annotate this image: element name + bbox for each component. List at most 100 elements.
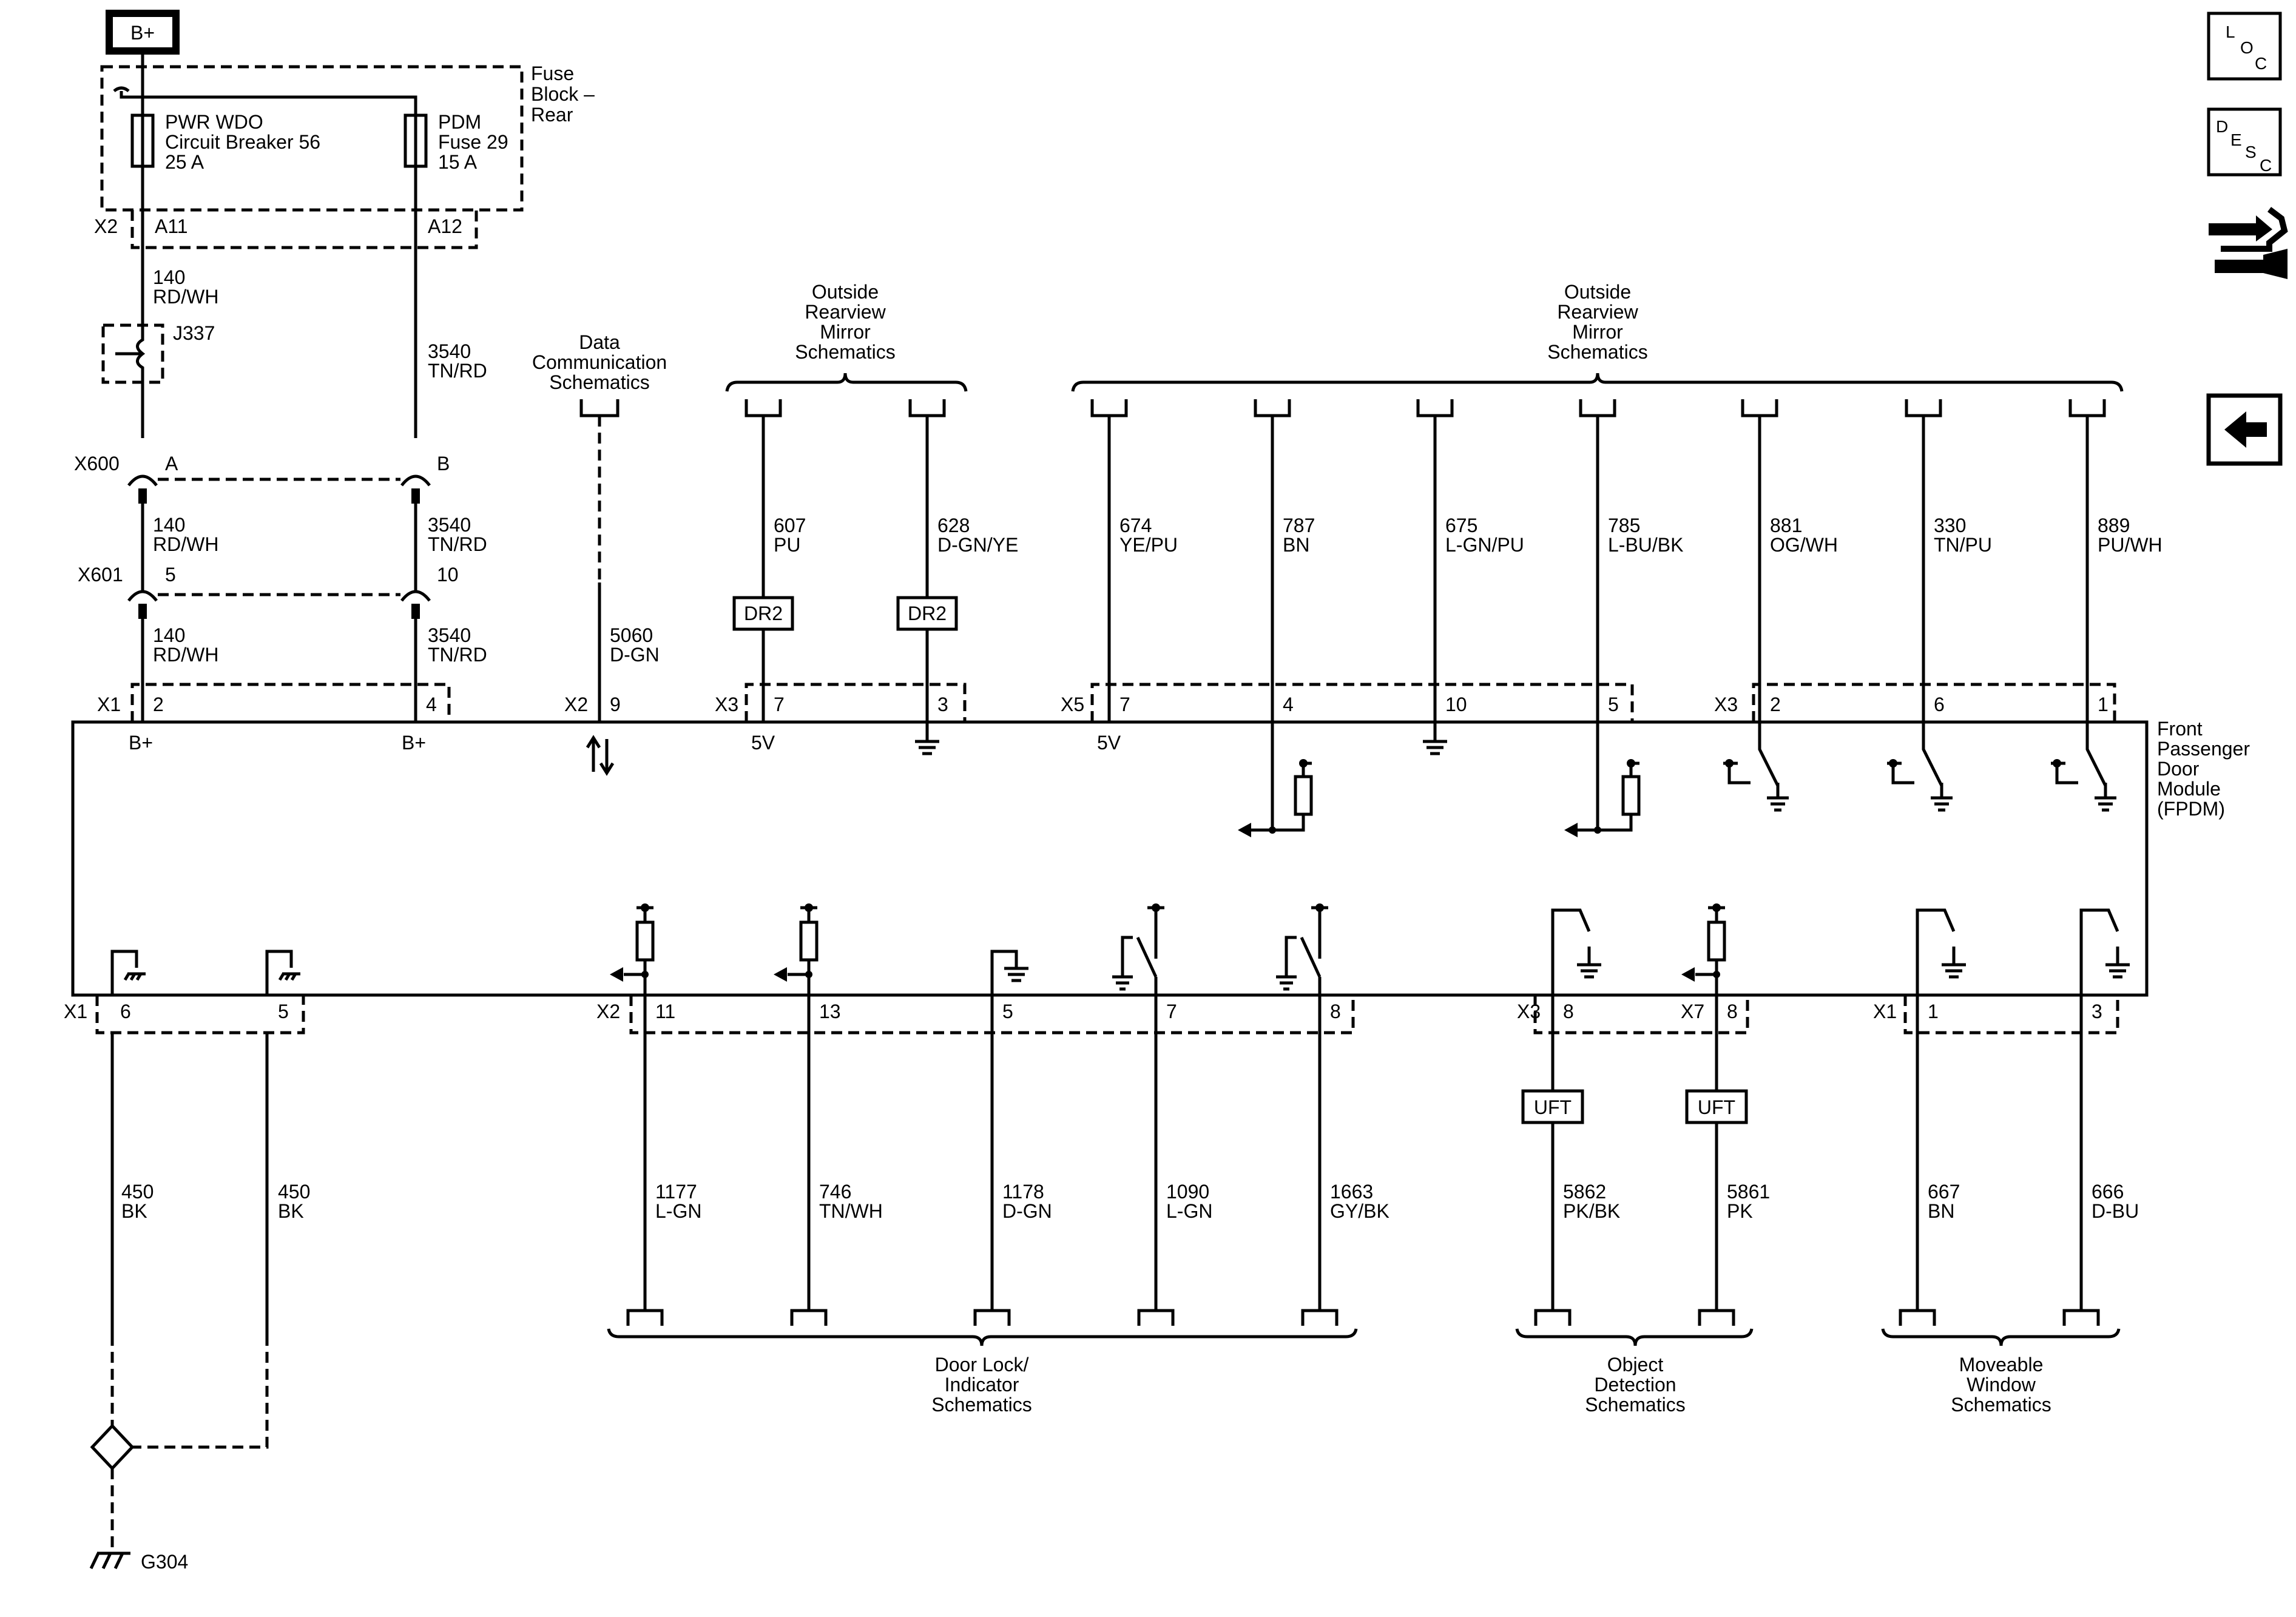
wire-140b-circuit: 140: [153, 514, 185, 536]
switch-symbols: [1723, 722, 2116, 812]
wire-140-color: RD/WH: [153, 286, 218, 308]
x600-pin-b: B: [437, 453, 450, 474]
bottom-wire-pin: 3: [2092, 1001, 2102, 1022]
bottom-conn-x2: X2: [596, 1001, 620, 1022]
bottom-wire-circuit: 667: [1928, 1181, 1960, 1203]
uft-label-2: UFT: [1698, 1096, 1735, 1118]
connector-repair-icon[interactable]: [2209, 207, 2288, 279]
top-wire-color: YE/PU: [1119, 534, 1178, 556]
top-conn-x1: X1: [97, 694, 121, 715]
bottom-wire-pin: 11: [655, 1001, 675, 1022]
top-ref-2-line-2: Rearview: [1557, 301, 1638, 323]
top-wire-pin: 1: [2098, 694, 2109, 715]
top-ref-1-line-4: Schematics: [795, 341, 895, 363]
bottom-wire-color: PK/BK: [1563, 1200, 1620, 1222]
wire-140c-color: RD/WH: [153, 644, 218, 666]
bottom-wire-circuit: 1177: [655, 1181, 697, 1203]
top-wire-pin: 6: [1934, 694, 1945, 715]
bottom-wires: 1177L-GN11746TN/WH131178D-GN51090L-GN716…: [626, 995, 2139, 1326]
wire-3540c-circuit: 3540: [428, 624, 471, 646]
top-ref-1-line-1: Outside: [812, 281, 879, 303]
ground-wire-2-color: BK: [278, 1200, 304, 1222]
ground-wire-1-circuit: 450: [121, 1181, 154, 1203]
voltage-label-1: 5V: [751, 732, 775, 754]
top-ref-1-line-3: Mirror: [820, 321, 871, 343]
power-pin-4: 4: [426, 694, 437, 715]
ground-pin-6: 6: [120, 1001, 131, 1022]
bottom-wire-circuit: 746: [819, 1181, 851, 1203]
wire-3540-circuit: 3540: [428, 340, 471, 362]
dr2-label-1: DR2: [744, 603, 783, 624]
fuse-block-connector: X2: [94, 215, 118, 237]
desc-button[interactable]: D E S C: [2207, 107, 2282, 177]
bottom-wire-circuit: 666: [2092, 1181, 2124, 1203]
fuse-block: Fuse Block – Rear PWR WDO Circuit Breake…: [94, 62, 595, 438]
bottom-wire-color: D-GN: [1002, 1200, 1052, 1222]
bottom-wire-color: BN: [1928, 1200, 1954, 1222]
wire-3540b-color: TN/RD: [428, 533, 487, 555]
top-ref-2-line-3: Mirror: [1572, 321, 1623, 343]
top-wire-color: L-BU/BK: [1608, 534, 1683, 556]
top-wire-pin: 10: [1445, 694, 1467, 715]
top-wire-circuit: 607: [774, 515, 806, 536]
top-wire-pin: 2: [1770, 694, 1781, 715]
ground-pin-5: 5: [278, 1001, 289, 1022]
top-wire-circuit: 785: [1608, 515, 1640, 536]
module-name-2: Passenger: [2157, 738, 2250, 760]
bottom-wire-pin: 7: [1166, 1001, 1177, 1022]
fuse-2-line-2: Fuse 29: [438, 131, 508, 153]
bottom-wire-color: TN/WH: [819, 1200, 883, 1222]
bottom-refs: Door Lock/ Indicator Schematics Object D…: [607, 1328, 2121, 1416]
pullup-input-symbol: [610, 903, 655, 995]
bottom-ref-2-line-2: Detection: [1594, 1374, 1676, 1396]
bottom-wire-pin: 8: [1330, 1001, 1341, 1022]
top-wire-pin: 3: [937, 694, 948, 715]
x600-label: X600: [74, 453, 120, 474]
bottom-ref-2-line-3: Schematics: [1585, 1394, 1685, 1416]
bottom-ref-2-line-1: Object: [1607, 1354, 1664, 1376]
bottom-wire-color: GY/BK: [1330, 1200, 1389, 1222]
wire-3540-color: TN/RD: [428, 360, 487, 382]
bplus-terminal-2: B+: [402, 732, 426, 754]
splice-label: J337: [173, 322, 215, 344]
uft-label-1: UFT: [1534, 1096, 1572, 1118]
bottom-wire-color: D-BU: [2092, 1200, 2139, 1222]
top-wire-pin: 5: [1608, 694, 1619, 715]
top-wire-color: OG/WH: [1770, 534, 1838, 556]
relay-switch-symbol: [1112, 903, 1164, 995]
data-communication: Data Communication Schematics 5060 D-GN …: [532, 331, 667, 776]
bottom-ref-3-line-2: Window: [1967, 1374, 2036, 1396]
top-conn-x3: X3: [715, 694, 738, 715]
top-wire-pin: 7: [774, 694, 785, 715]
bottom-wire-circuit: 1178: [1002, 1181, 1044, 1203]
x601-pin-5: 5: [165, 564, 176, 586]
switch-to-ground-889: [2051, 722, 2116, 812]
switch-ground-symbol: [1916, 908, 1966, 995]
back-arrow-icon[interactable]: [2206, 393, 2283, 466]
fuse-2-pin: A12: [428, 215, 462, 237]
loc-button[interactable]: L O C: [2207, 12, 2282, 81]
loc-letter-l: L: [2226, 22, 2235, 41]
top-ref-2-line-1: Outside: [1564, 281, 1631, 303]
uft-components: UFT UFT: [1521, 1089, 1748, 1124]
bottom-wire-circuit: 5862: [1563, 1181, 1606, 1203]
bottom-conn-x1: X1: [64, 1001, 87, 1022]
data-comm-circuit: 5060: [610, 624, 653, 646]
switch-to-ground-330: [1887, 722, 1953, 812]
top-wire-color: L-GN/PU: [1445, 534, 1524, 556]
bottom-wire-circuit: 5861: [1727, 1181, 1770, 1203]
bottom-ref-1-line-1: Door Lock/: [935, 1354, 1029, 1376]
fpdm-module: Front Passenger Door Module (FPDM) X1 X2…: [64, 683, 2250, 1035]
